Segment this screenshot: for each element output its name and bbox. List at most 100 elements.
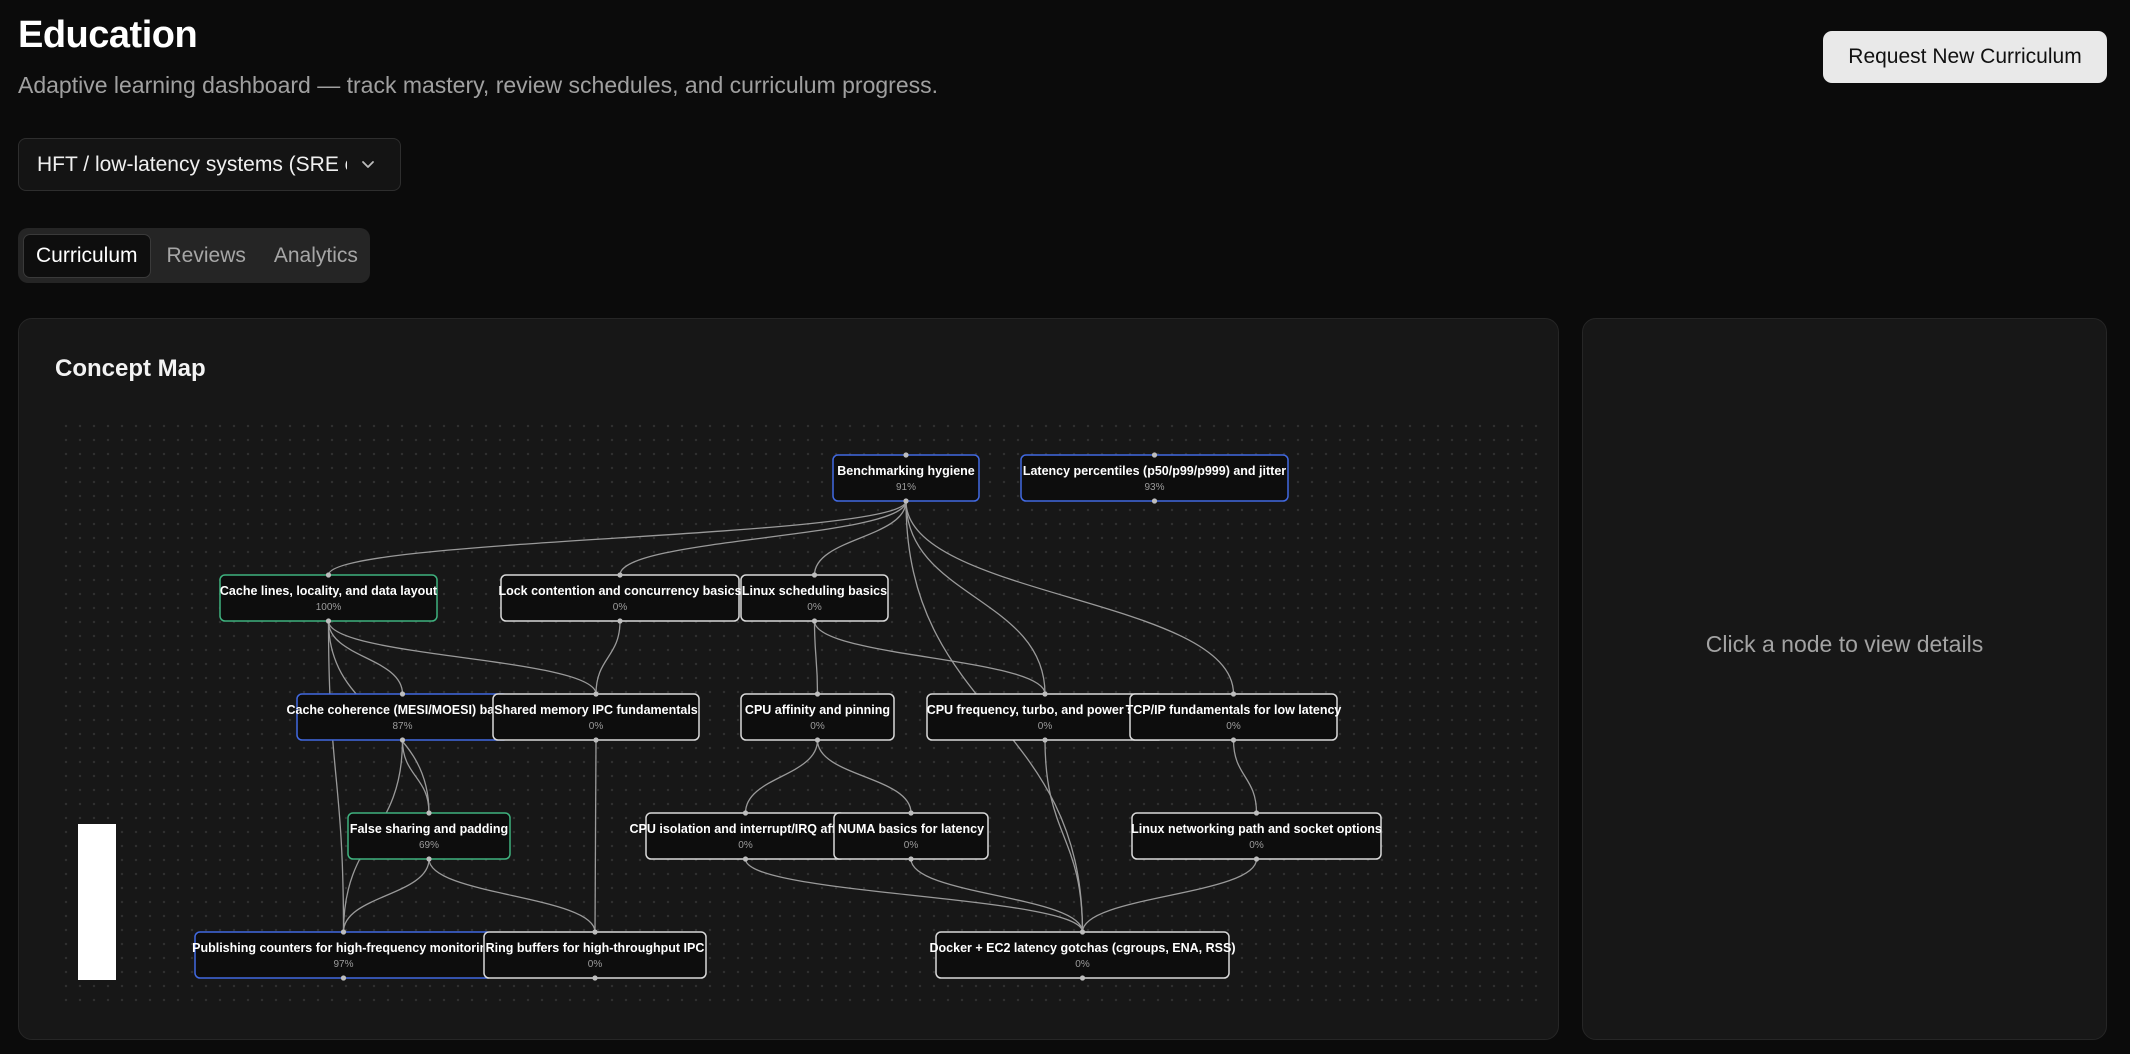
node-handle[interactable]: [1042, 691, 1048, 697]
concept-node-label: NUMA basics for latency: [838, 822, 984, 836]
concept-node-mastery: 0%: [588, 959, 603, 970]
node-handle[interactable]: [908, 856, 914, 862]
request-new-curriculum-button[interactable]: Request New Curriculum: [1823, 31, 2107, 83]
concept-node-label: CPU frequency, turbo, and power states: [927, 703, 1164, 717]
node-handle[interactable]: [399, 691, 406, 697]
concept-node-mastery: 0%: [738, 840, 753, 851]
concept-node-box: [740, 693, 895, 741]
concept-node-mastery: 0%: [1226, 721, 1241, 732]
concept-node-box: [833, 812, 989, 860]
concept-node-mastery: 100%: [316, 602, 342, 613]
node-handle[interactable]: [340, 929, 347, 935]
node-handle[interactable]: [340, 975, 347, 981]
node-handle[interactable]: [426, 810, 432, 816]
node-handle[interactable]: [1079, 929, 1086, 935]
concept-node-box: [935, 931, 1230, 979]
tab-analytics[interactable]: Analytics: [273, 243, 358, 267]
node-handle[interactable]: [1042, 737, 1048, 743]
concept-node-box: [483, 931, 707, 979]
concept-node-mastery: 69%: [419, 840, 439, 851]
concept-node-mastery: 91%: [896, 482, 916, 493]
concept-node-label: Shared memory IPC fundamentals: [494, 703, 698, 717]
chevron-down-icon: [362, 161, 374, 168]
node-handle[interactable]: [426, 856, 432, 862]
node-handle[interactable]: [908, 810, 914, 816]
concept-node-net[interactable]: Linux networking path and socket options…: [1131, 810, 1382, 862]
node-handle[interactable]: [1230, 737, 1237, 743]
concept-node-label: CPU isolation and interrupt/IRQ affinity: [630, 822, 862, 836]
node-handle[interactable]: [814, 691, 821, 697]
node-handle[interactable]: [1253, 856, 1260, 862]
node-handle[interactable]: [1230, 691, 1237, 697]
concept-node-mastery: 0%: [904, 840, 919, 851]
map-controls-panel[interactable]: [78, 824, 116, 980]
concept-node-fs[interactable]: False sharing and padding 69%: [347, 810, 511, 862]
node-handle[interactable]: [1079, 975, 1086, 981]
concept-node-box: [740, 574, 889, 622]
tab-reviews[interactable]: Reviews: [166, 243, 246, 267]
concept-node-box: [219, 574, 438, 622]
concept-node-box: [1129, 693, 1338, 741]
concept-node-lat[interactable]: Latency percentiles (p50/p99/p999) and j…: [1020, 452, 1289, 504]
node-handle[interactable]: [593, 691, 599, 697]
node-handle[interactable]: [1151, 498, 1158, 504]
node-handle[interactable]: [811, 572, 818, 578]
curriculum-select[interactable]: HFT / low-latency systems (SRE on AWS): [18, 138, 401, 191]
concept-node-ring[interactable]: Ring buffers for high-throughput IPC 0%: [483, 929, 707, 981]
details-placeholder-text: Click a node to view details: [1705, 631, 1984, 657]
concept-node-label: TCP/IP fundamentals for low latency: [1126, 703, 1342, 717]
node-handle[interactable]: [399, 737, 406, 743]
concept-node-mastery: 0%: [1075, 959, 1090, 970]
concept-node-label: Ring buffers for high-throughput IPC: [486, 941, 705, 955]
node-handle[interactable]: [903, 498, 909, 504]
node-handle[interactable]: [903, 452, 909, 458]
concept-node-bench[interactable]: Benchmarking hygiene 91%: [832, 452, 980, 504]
concept-node-box: [645, 812, 846, 860]
concept-node-mastery: 0%: [1249, 840, 1264, 851]
node-handle[interactable]: [742, 810, 749, 816]
node-handle[interactable]: [592, 975, 598, 981]
concept-node-box: [492, 693, 700, 741]
concept-node-shm[interactable]: Shared memory IPC fundamentals 0%: [492, 691, 700, 743]
concept-node-freq[interactable]: CPU frequency, turbo, and power states 0%: [926, 691, 1164, 743]
concept-node-mastery: 93%: [1144, 482, 1164, 493]
concept-node-mastery: 0%: [589, 721, 604, 732]
concept-node-label: Publishing counters for high-frequency m…: [192, 941, 495, 955]
concept-node-label: Latency percentiles (p50/p99/p999) and j…: [1023, 464, 1286, 478]
node-handle[interactable]: [325, 618, 332, 624]
node-handle[interactable]: [811, 618, 818, 624]
node-handle[interactable]: [814, 737, 821, 743]
concept-node-mastery: 0%: [1038, 721, 1053, 732]
concept-node-mastery: 97%: [333, 959, 353, 970]
concept-node-pub[interactable]: Publishing counters for high-frequency m…: [192, 929, 495, 981]
node-handle[interactable]: [617, 618, 623, 624]
concept-node-label: False sharing and padding: [350, 822, 508, 836]
tab-curriculum[interactable]: Curriculum: [23, 233, 151, 278]
concept-node-box: [926, 693, 1164, 741]
node-handle[interactable]: [593, 737, 599, 743]
concept-node-dock[interactable]: Docker + EC2 latency gotchas (cgroups, E…: [930, 929, 1236, 981]
concept-node-label: Docker + EC2 latency gotchas (cgroups, E…: [930, 941, 1236, 955]
node-handle[interactable]: [617, 572, 623, 578]
concept-map-title: Concept Map: [55, 355, 206, 382]
concept-node-iso[interactable]: CPU isolation and interrupt/IRQ affinity…: [630, 810, 862, 862]
node-handle[interactable]: [1253, 810, 1260, 816]
concept-node-cache[interactable]: Cache lines, locality, and data layout 10…: [219, 572, 438, 624]
node-handle[interactable]: [1151, 452, 1158, 458]
page-title: Education: [18, 14, 198, 56]
node-handle[interactable]: [742, 856, 749, 862]
concept-node-label: Linux networking path and socket options: [1131, 822, 1382, 836]
concept-node-numa[interactable]: NUMA basics for latency 0%: [833, 810, 989, 862]
concept-node-label: Cache lines, locality, and data layout: [220, 584, 438, 598]
node-handle[interactable]: [592, 929, 598, 935]
concept-node-box: [832, 454, 980, 502]
node-handle[interactable]: [325, 572, 332, 578]
concept-node-label: Benchmarking hygiene: [837, 464, 975, 478]
concept-node-tcp[interactable]: TCP/IP fundamentals for low latency 0%: [1126, 691, 1342, 743]
node-details-panel: Click a node to view details: [1582, 318, 2107, 1040]
concept-node-label: Cache coherence (MESI/MOESI) basics: [286, 703, 518, 717]
